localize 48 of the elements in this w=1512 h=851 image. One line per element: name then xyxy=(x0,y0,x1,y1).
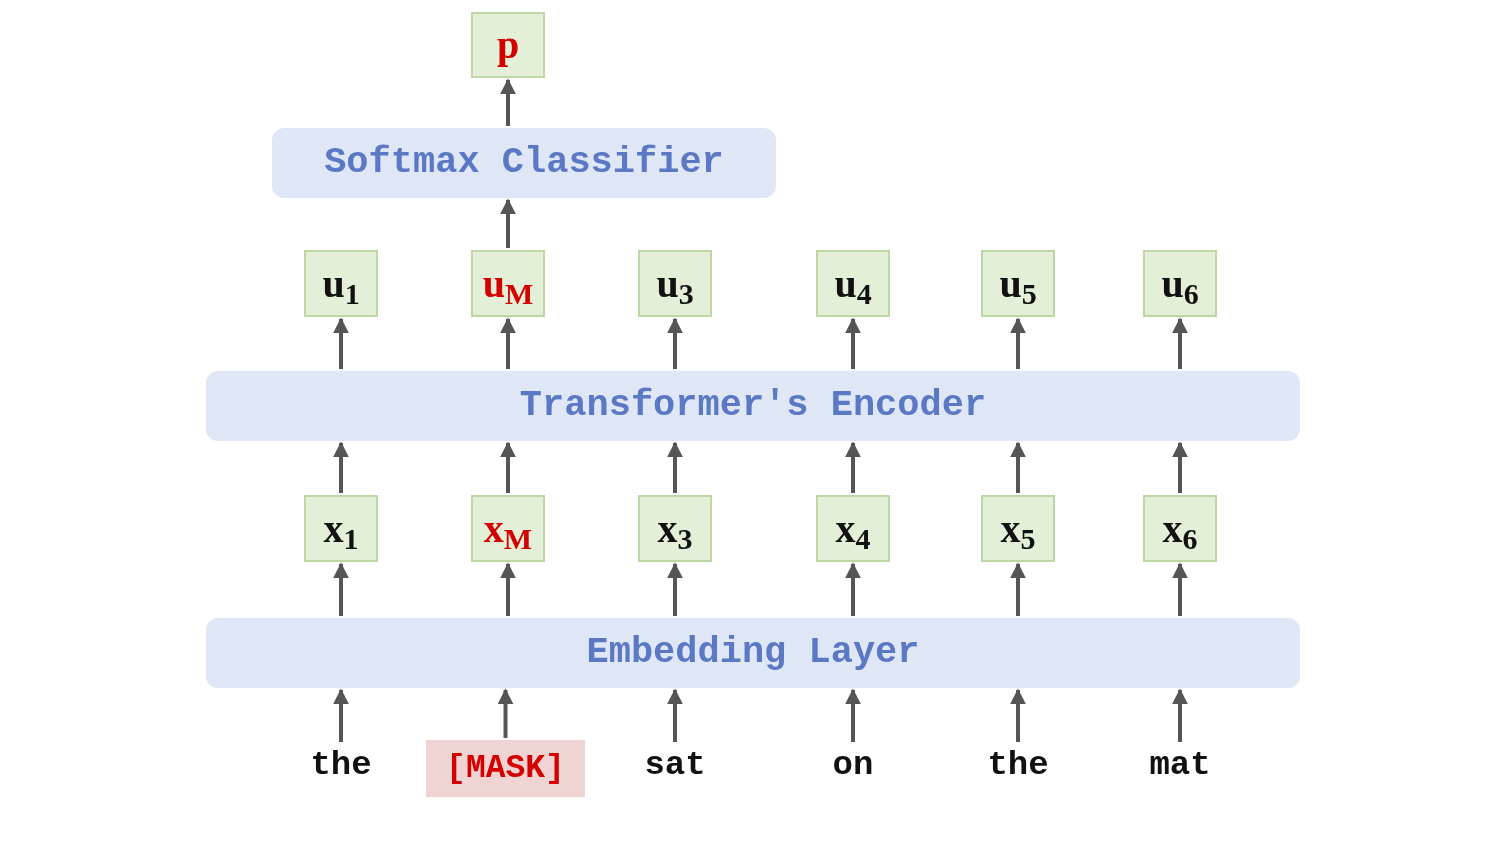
arrow xyxy=(333,317,349,369)
layer-band: Transformer's Encoder xyxy=(206,371,1300,441)
layer-band: Softmax Classifier xyxy=(272,128,776,198)
token-box: u$_{M}$ xyxy=(471,250,545,317)
token-box: x$_{6}$ xyxy=(1143,495,1217,562)
token-box: u$_{3}$ xyxy=(638,250,712,317)
token-box: u$_{4}$ xyxy=(816,250,890,317)
arrow xyxy=(500,78,516,126)
token-box: x$_{5}$ xyxy=(981,495,1055,562)
arrow xyxy=(500,198,516,248)
arrow xyxy=(1010,688,1026,742)
arrow xyxy=(1010,562,1026,616)
input-word: the xyxy=(968,744,1068,786)
arrow xyxy=(1010,317,1026,369)
arrow xyxy=(333,688,349,742)
arrow xyxy=(500,562,516,616)
arrow xyxy=(845,562,861,616)
arrow xyxy=(333,562,349,616)
input-word: mat xyxy=(1130,744,1230,786)
arrow xyxy=(845,688,861,742)
token-box: u$_{6}$ xyxy=(1143,250,1217,317)
input-word: the xyxy=(291,744,391,786)
token-box: x$_{M}$ xyxy=(471,495,545,562)
mask-token: [MASK] xyxy=(426,740,585,797)
layer-band: Embedding Layer xyxy=(206,618,1300,688)
arrow xyxy=(845,441,861,493)
token-box: u$_{5}$ xyxy=(981,250,1055,317)
input-word: on xyxy=(803,744,903,786)
token-box: p xyxy=(471,12,545,78)
arrow xyxy=(1172,441,1188,493)
arrow xyxy=(500,317,516,369)
input-word: sat xyxy=(625,744,725,786)
arrow xyxy=(667,317,683,369)
arrow xyxy=(333,441,349,493)
token-box: u$_{1}$ xyxy=(304,250,378,317)
token-box: x$_{3}$ xyxy=(638,495,712,562)
token-box: x$_{1}$ xyxy=(304,495,378,562)
arrow xyxy=(1172,562,1188,616)
arrow xyxy=(667,688,683,742)
arrow xyxy=(667,441,683,493)
arrow xyxy=(845,317,861,369)
arrow xyxy=(1010,441,1026,493)
arrow xyxy=(1172,317,1188,369)
arrow xyxy=(500,441,516,493)
arrow xyxy=(1172,688,1188,742)
token-box: x$_{4}$ xyxy=(816,495,890,562)
arrow xyxy=(667,562,683,616)
arrow xyxy=(497,688,514,738)
